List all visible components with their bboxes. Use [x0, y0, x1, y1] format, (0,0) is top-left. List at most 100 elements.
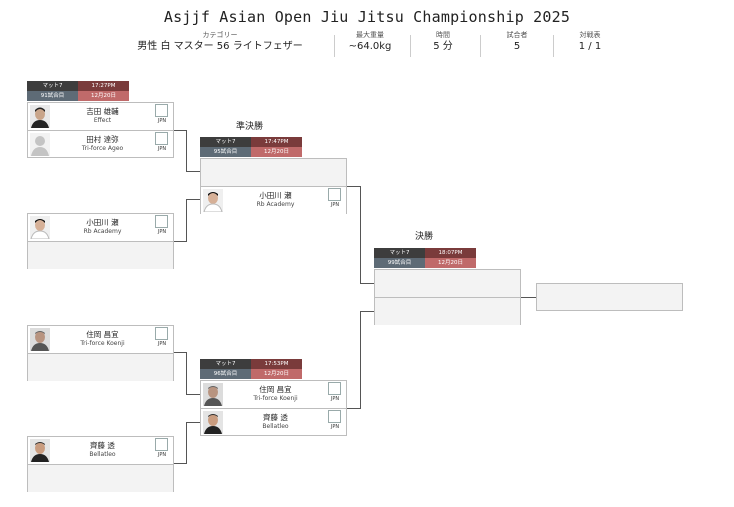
divider — [480, 35, 481, 57]
athlete-name: 齊藤 透 — [263, 413, 288, 422]
match-time: 17:53PM — [251, 359, 302, 369]
athlete-team: Bellatleo — [89, 451, 116, 458]
mat-label: マット7 — [374, 248, 425, 258]
competitor-slot[interactable]: 住岡 昌宜 Tri-force Koenji JPN — [28, 326, 173, 354]
athlete-team: Tri-force Koenji — [253, 395, 298, 402]
athlete-team: Rb Academy — [83, 228, 122, 235]
athlete-photo — [203, 411, 223, 434]
match-date: 12月20日 — [251, 147, 302, 157]
athlete-name: 小田川 瀬 — [259, 191, 292, 200]
empty-slot — [201, 159, 346, 187]
country-code: JPN — [157, 118, 167, 124]
flag-icon — [155, 132, 168, 145]
winner-box[interactable] — [536, 283, 683, 311]
matchup-value: 1 / 1 — [578, 41, 602, 52]
match-box-95[interactable]: 小田川 瀬 Rb Academy JPN — [200, 158, 347, 214]
category-info: カテゴリー 男性 白 マスター 56 ライトフェザー — [120, 31, 320, 53]
athlete-name: 吉田 雄輔 — [86, 107, 119, 116]
country-flag: JPN — [154, 327, 170, 352]
mat-label: マット7 — [27, 81, 78, 91]
athlete-team: Tri-force Koenji — [80, 340, 125, 347]
athlete-name: 田村 達弥 — [86, 135, 119, 144]
country-flag: JPN — [154, 132, 170, 157]
match-time: 17:27PM — [78, 81, 129, 91]
match-number: 96試合目 — [200, 369, 251, 379]
flag-icon — [155, 438, 168, 451]
divider — [334, 35, 335, 57]
match-header-96: マット7 17:53PM 96試合目 12月20日 — [200, 359, 302, 379]
athlete-photo — [30, 216, 50, 239]
time-label: 時間 — [436, 31, 450, 39]
matchup-label: 対戦表 — [579, 31, 601, 39]
match-header-91: マット7 17:27PM 91試合目 12月20日 — [27, 81, 129, 101]
competitors-value: 5 — [513, 41, 521, 52]
athlete-name: 住岡 昌宜 — [259, 385, 292, 394]
match-box-91[interactable]: 吉田 雄輔 Effect JPN 田村 達弥 Tri-force Ageo JP… — [27, 102, 174, 158]
page-title: Asjjf Asian Open Jiu Jitsu Championship … — [163, 8, 571, 26]
category-value: 男性 白 マスター 56 ライトフェザー — [137, 41, 303, 52]
flag-icon — [328, 410, 341, 423]
competitor-slot[interactable]: 田村 達弥 Tri-force Ageo JPN — [28, 131, 173, 158]
match-box-bye-2[interactable]: 住岡 昌宜 Tri-force Koenji JPN — [27, 325, 174, 381]
flag-icon — [155, 327, 168, 340]
competitor-slot[interactable]: 吉田 雄輔 Effect JPN — [28, 103, 173, 131]
empty-slot — [28, 354, 173, 381]
competitor-slot[interactable]: 齊藤 透 Bellatleo JPN — [201, 409, 346, 436]
country-flag: JPN — [154, 215, 170, 240]
athlete-team: Tri-force Ageo — [81, 145, 124, 152]
match-time: 18:07PM — [425, 248, 476, 258]
country-code: JPN — [157, 452, 167, 458]
match-box-96[interactable]: 住岡 昌宜 Tri-force Koenji JPN 齊藤 透 Bellatle… — [200, 380, 347, 436]
country-code: JPN — [330, 202, 340, 208]
athlete-photo — [203, 189, 223, 212]
athlete-name: 小田川 瀬 — [86, 218, 119, 227]
country-flag: JPN — [327, 410, 343, 435]
divider — [410, 35, 411, 57]
divider — [553, 35, 554, 57]
country-flag: JPN — [154, 104, 170, 129]
competitor-slot[interactable]: 齊藤 透 Bellatleo JPN — [28, 437, 173, 465]
max-weight-label: 最大重量 — [356, 31, 384, 39]
country-code: JPN — [157, 146, 167, 152]
match-box-bye-1[interactable]: 小田川 瀬 Rb Academy JPN — [27, 213, 174, 269]
time-info: 時間 5 分 — [413, 31, 473, 53]
athlete-photo-placeholder — [30, 133, 50, 156]
athlete-photo — [203, 383, 223, 406]
empty-slot — [375, 270, 520, 298]
competitor-slot[interactable]: 住岡 昌宜 Tri-force Koenji JPN — [201, 381, 346, 409]
match-number: 91試合目 — [27, 91, 78, 101]
competitor-slot[interactable]: 小田川 瀬 Rb Academy JPN — [201, 187, 346, 214]
flag-icon — [155, 104, 168, 117]
competitors-label: 試合者 — [506, 31, 528, 39]
athlete-photo — [30, 439, 50, 462]
country-code: JPN — [330, 424, 340, 430]
round-label-final: 決勝 — [415, 232, 434, 242]
athlete-name: 齊藤 透 — [90, 441, 115, 450]
athlete-name: 住岡 昌宜 — [86, 330, 119, 339]
country-code: JPN — [157, 341, 167, 347]
max-weight-info: 最大重量 ~64.0kg — [340, 31, 400, 53]
athlete-team: Rb Academy — [256, 201, 295, 208]
country-flag: JPN — [154, 438, 170, 463]
match-time: 17:47PM — [251, 137, 302, 147]
round-label-semifinal: 準決勝 — [236, 122, 264, 132]
mat-label: マット7 — [200, 137, 251, 147]
category-label: カテゴリー — [202, 31, 238, 39]
match-box-99[interactable] — [374, 269, 521, 325]
country-flag: JPN — [327, 382, 343, 407]
country-code: JPN — [157, 229, 167, 235]
competitor-slot[interactable]: 小田川 瀬 Rb Academy JPN — [28, 214, 173, 242]
athlete-team: Effect — [93, 117, 112, 124]
empty-slot — [28, 465, 173, 492]
match-header-99: マット7 18:07PM 99試合目 12月20日 — [374, 248, 476, 268]
country-code: JPN — [330, 396, 340, 402]
match-box-bye-3[interactable]: 齊藤 透 Bellatleo JPN — [27, 436, 174, 492]
flag-icon — [155, 215, 168, 228]
empty-slot — [28, 242, 173, 269]
matchup-info: 対戦表 1 / 1 — [560, 31, 620, 53]
match-number: 99試合目 — [374, 258, 425, 268]
flag-icon — [328, 382, 341, 395]
country-flag: JPN — [327, 188, 343, 213]
flag-icon — [328, 188, 341, 201]
match-date: 12月20日 — [251, 369, 302, 379]
